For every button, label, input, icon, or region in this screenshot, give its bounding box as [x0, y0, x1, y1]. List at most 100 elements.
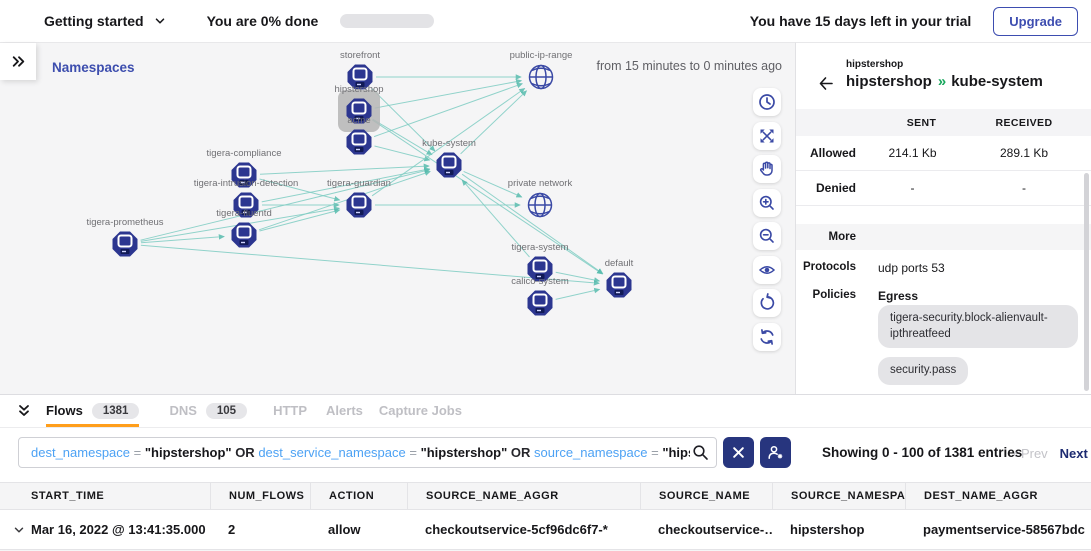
- more-section-header[interactable]: More: [796, 224, 1091, 250]
- panel-scrollbar[interactable]: [1084, 173, 1089, 391]
- undo-icon: [760, 293, 775, 310]
- graph-node-public-ip-range[interactable]: public-ip-range: [510, 50, 573, 90]
- column-header-dest_name_aggr[interactable]: DEST_NAME_AGGR: [905, 483, 1091, 509]
- tab-label: DNS: [169, 403, 197, 418]
- policy-pill[interactable]: security.pass: [878, 357, 969, 385]
- graph-node-tigera-intrusion-detection[interactable]: tigera-intrusion-detection: [194, 178, 299, 218]
- tab-alerts[interactable]: Alerts: [326, 395, 363, 427]
- query-token-op: =: [130, 445, 142, 460]
- cell-source_namespace: hipstershop: [790, 522, 865, 537]
- next-page-button[interactable]: Next ›: [1059, 446, 1091, 461]
- allowed-received-value: 289.1 Kb: [999, 146, 1049, 160]
- sidebar-expand-button[interactable]: [0, 43, 36, 80]
- expand-arrows-icon: [760, 129, 774, 142]
- graph-node-calico-system[interactable]: calico-system: [511, 276, 569, 316]
- column-header-action[interactable]: ACTION: [310, 483, 407, 509]
- user-filter-settings-button[interactable]: [760, 437, 791, 468]
- graph-node-storefront[interactable]: storefront: [340, 50, 380, 90]
- person-gear-icon: [768, 445, 783, 459]
- query-text: dest_namespace = "hipstershop" OR dest_s…: [19, 438, 690, 467]
- cell-dest_name_aggr: paymentservice-58567bdc: [923, 522, 1085, 537]
- graph-node-tigera-guardian[interactable]: tigera-guardian: [327, 178, 391, 218]
- double-chevron-down-icon[interactable]: [16, 403, 32, 419]
- refresh-button[interactable]: [753, 322, 781, 351]
- pagination: ‹ Prev Next ›: [1013, 446, 1091, 461]
- namespace-icon: [606, 272, 632, 298]
- node-label: tigera-guardian: [327, 178, 391, 189]
- graph-node-private-network[interactable]: private network: [508, 178, 573, 218]
- query-token-op: =: [405, 445, 417, 460]
- main-area: storefront public-ip-range hipstershop acme…: [0, 42, 1091, 394]
- graph-view-title: Namespaces: [52, 60, 135, 75]
- graph-node-tigera-compliance[interactable]: tigera-compliance: [207, 148, 282, 188]
- row-expand-chevron-icon[interactable]: [12, 523, 26, 537]
- namespace-icon: [346, 98, 372, 124]
- protocols-label: Protocols: [802, 261, 856, 273]
- zoom-out-icon: [759, 228, 774, 243]
- graph-edge: [371, 88, 526, 197]
- upgrade-button[interactable]: Upgrade: [993, 6, 1078, 36]
- back-button[interactable]: [814, 72, 836, 94]
- graph-node-hipstershop[interactable]: hipstershop: [334, 84, 384, 132]
- namespace-icon: [527, 290, 553, 316]
- column-header-source_name[interactable]: SOURCE_NAME: [640, 483, 772, 509]
- graph-edge: [371, 87, 436, 152]
- tab-http[interactable]: HTTP: [273, 395, 307, 427]
- sent-column-header: SENT: [906, 116, 937, 129]
- undo-button[interactable]: [753, 289, 781, 317]
- node-label: hipstershop: [334, 84, 383, 95]
- cell-start_time: Mar 16, 2022 @ 13:41:35.000: [0, 522, 210, 537]
- query-input[interactable]: dest_namespace = "hipstershop" OR dest_s…: [18, 437, 717, 468]
- eye-button[interactable]: [753, 255, 781, 284]
- query-token-field: dest_namespace: [31, 445, 131, 460]
- expand-arrows-button[interactable]: [753, 121, 781, 150]
- column-header-start_time[interactable]: START_TIME: [31, 490, 105, 502]
- column-header-source_name_aggr[interactable]: SOURCE_NAME_AGGR: [407, 483, 640, 509]
- prev-page-button[interactable]: ‹ Prev: [1013, 446, 1048, 461]
- clock-button[interactable]: [753, 88, 781, 116]
- graph-edge: [461, 173, 604, 274]
- column-header-source_namespace[interactable]: SOURCE_NAMESPACE: [772, 483, 905, 509]
- namespace-icon: [436, 152, 462, 178]
- zoom-out-button[interactable]: [753, 222, 781, 250]
- node-label: public-ip-range: [510, 50, 573, 61]
- graph-node-acme[interactable]: acme: [346, 115, 372, 155]
- graph-node-kube-system[interactable]: kube-system: [422, 138, 476, 178]
- refresh-icon: [760, 328, 774, 345]
- graph-edge: [259, 163, 430, 175]
- graph-edge: [140, 168, 431, 241]
- graph-edge: [372, 118, 433, 156]
- trial-days-text: You have 15 days left in your trial: [749, 13, 972, 29]
- column-header-num_flows[interactable]: NUM_FLOWS: [210, 483, 310, 509]
- graph-node-tigera-system[interactable]: tigera-system: [511, 242, 569, 282]
- denied-row: Denied - -: [796, 171, 1091, 206]
- graph-edge: [460, 90, 528, 155]
- node-label: tigera-fluentd: [216, 208, 271, 219]
- back-arrow-icon: [819, 76, 833, 90]
- node-label: tigera-intrusion-detection: [194, 178, 299, 189]
- clear-filter-button[interactable]: [723, 437, 754, 468]
- zoom-in-button[interactable]: [753, 188, 781, 217]
- getting-started-menu[interactable]: Getting started: [44, 13, 167, 29]
- detail-source: hipstershop: [846, 73, 932, 90]
- pan-hand-button[interactable]: [753, 155, 781, 183]
- policies-label: Policies: [812, 289, 856, 301]
- policy-pill[interactable]: tigera-security.block-alienvault-ipthrea…: [878, 305, 1078, 349]
- graph-node-tigera-fluentd[interactable]: tigera-fluentd: [216, 208, 272, 248]
- graph-node-tigera-prometheus[interactable]: tigera-prometheus: [86, 217, 164, 257]
- tab-capture-jobs[interactable]: Capture Jobs: [379, 395, 462, 427]
- service-graph[interactable]: storefront public-ip-range hipstershop acme…: [0, 43, 795, 395]
- graph-node-default[interactable]: default: [605, 258, 634, 298]
- clock-icon: [759, 94, 775, 110]
- namespace-icon: [347, 64, 373, 90]
- node-label: tigera-compliance: [207, 148, 282, 159]
- tab-label: Flows: [46, 403, 83, 418]
- search-icon: [693, 445, 708, 460]
- graph-edge: [555, 287, 601, 300]
- node-label: tigera-prometheus: [86, 217, 163, 228]
